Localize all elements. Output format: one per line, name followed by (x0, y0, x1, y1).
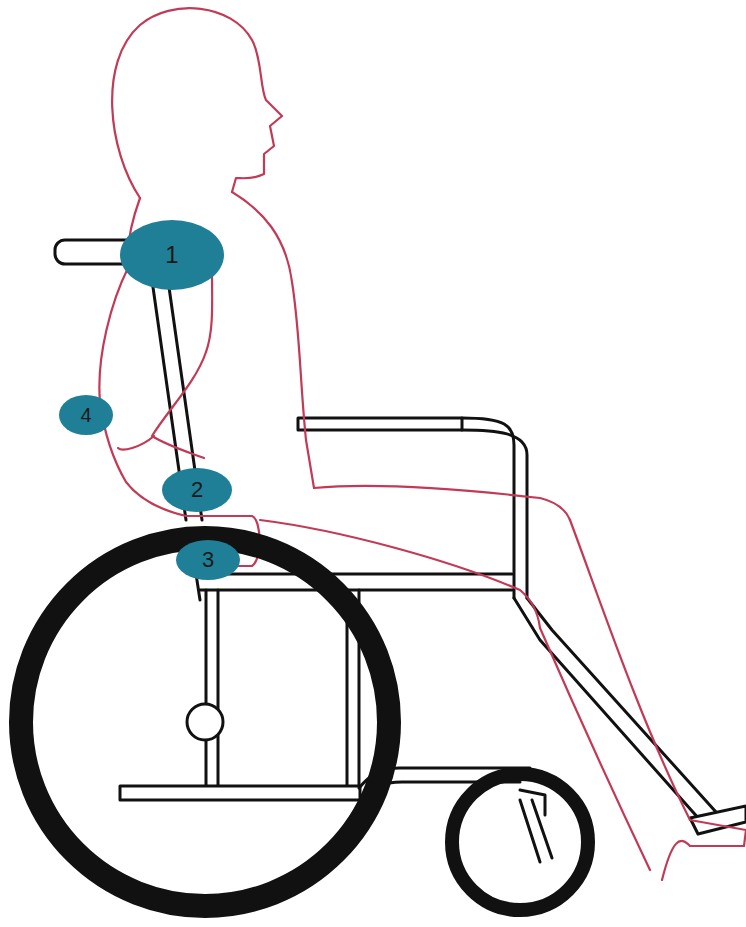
callout-ellipse: 2 (162, 468, 232, 512)
callout-ellipse: 3 (176, 540, 240, 580)
callout-ellipse: 1 (120, 220, 224, 290)
callout-number: 4 (80, 405, 91, 425)
callout-number: 1 (165, 243, 178, 267)
callout-ellipse: 4 (59, 395, 113, 435)
callout-number: 2 (191, 479, 203, 501)
callout-number: 3 (202, 549, 214, 571)
